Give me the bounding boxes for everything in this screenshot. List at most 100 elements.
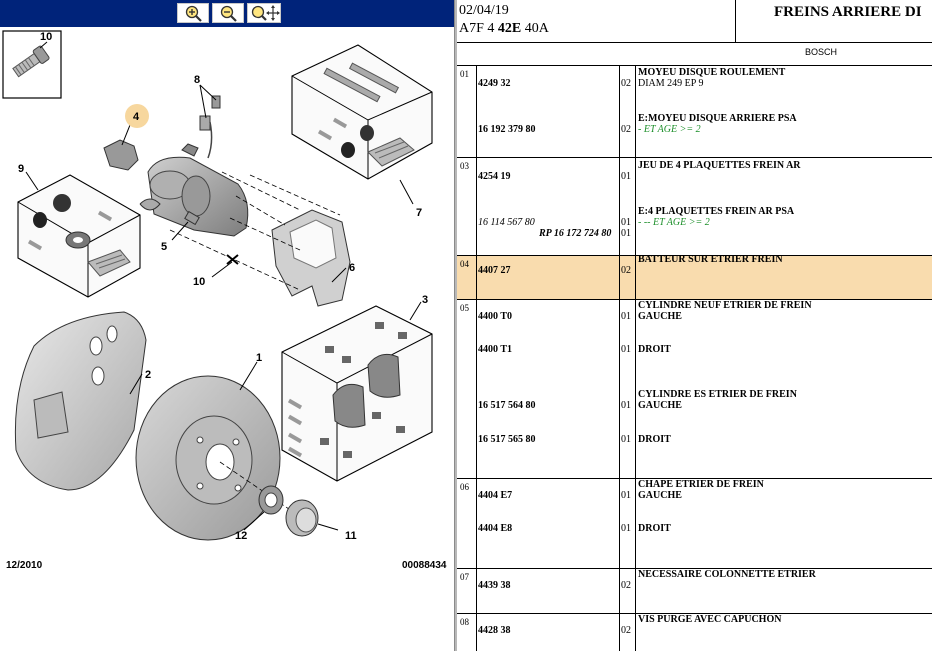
part-qty: 01: [621, 490, 631, 501]
part-desc-2: DIAM 249 EP 9: [638, 78, 704, 89]
part-desc-2: GAUCHE: [638, 490, 682, 501]
part-ref: 4254 19: [478, 171, 511, 182]
part-desc-2: GAUCHE: [638, 311, 682, 322]
row-number: 05: [460, 303, 469, 313]
part-qty: 02: [621, 78, 631, 89]
parts-pane: 02/04/19 A7F 4 42E 40A FREINS ARRIERE DI…: [457, 0, 932, 651]
part-ref: 4404 E8: [478, 523, 513, 534]
header-code-bold: 42E: [497, 21, 522, 36]
callout-12[interactable]: 12: [235, 530, 247, 542]
callout-3[interactable]: 3: [422, 294, 428, 306]
brake-disc: [135, 375, 306, 541]
table-row[interactable]: 03 4254 19 01 JEU DE 4 PLAQUETTES FREIN …: [457, 158, 932, 256]
brand-row: BOSCH: [457, 43, 932, 65]
table-row[interactable]: 08 4428 38 02 VIS PURGE AVEC CAPUCHON: [457, 614, 932, 651]
part-qty: 02: [621, 124, 631, 135]
header-title: FREINS ARRIERE DI: [774, 4, 922, 20]
callout-6[interactable]: 6: [349, 262, 355, 274]
parts-header: 02/04/19 A7F 4 42E 40A FREINS ARRIERE DI: [457, 0, 932, 42]
part-ref: 4404 E7: [478, 490, 513, 501]
part-ref: 4400 T0: [478, 311, 512, 322]
part-desc: JEU DE 4 PLAQUETTES FREIN AR: [638, 160, 801, 171]
callout-4[interactable]: 4: [133, 111, 140, 123]
part-desc: E:MOYEU DISQUE ARRIERE PSA: [638, 113, 797, 124]
part-desc: E:4 PLAQUETTES FREIN AR PSA: [638, 206, 795, 217]
callout-1[interactable]: 1: [256, 352, 262, 364]
header-date: 02/04/19: [459, 3, 509, 18]
part-desc: BATTEUR SUR ETRIER FREIN: [638, 254, 783, 265]
kit-box-3: [281, 305, 433, 482]
callout-10-mid[interactable]: 10: [193, 276, 205, 288]
part-ref: 16 114 567 80: [478, 217, 535, 228]
part-ref: 4400 T1: [478, 344, 512, 355]
part-qty: 01: [621, 434, 631, 445]
exploded-diagram: 10 9 4 8 5 10 6 7 3 1 2 11 12: [2, 30, 433, 542]
table-row[interactable]: 07 4439 38 02 NECESSAIRE COLONNETTE ETRI…: [457, 569, 932, 614]
part-ref: 4249 32: [478, 78, 511, 89]
diagram-pane: 10 9 4 8 5 10 6 7 3 1 2 11 12 12/2010 00…: [0, 0, 454, 651]
caliper-assembly: [103, 95, 351, 307]
zoom-out-button[interactable]: [212, 3, 244, 23]
part-ref: 16 192 379 80: [478, 124, 536, 135]
part-ref-replacement: RP 16 172 724 80: [539, 228, 612, 239]
part-desc: NECESSAIRE COLONNETTE ETRIER: [638, 569, 816, 580]
part-note: - -- ET AGE >= 2: [638, 217, 710, 228]
part-desc: CYLINDRE NEUF ETRIER DE FREIN: [638, 300, 812, 311]
diagram-toolbar: [0, 0, 454, 27]
part-ref: 4428 38: [478, 625, 511, 636]
hub-bearing-cap: [258, 485, 319, 537]
part-desc: DROIT: [638, 344, 671, 355]
header-code: A7F 4 42E 40A: [459, 21, 549, 37]
part-ref: 16 517 565 80: [478, 434, 536, 445]
table-row-selected[interactable]: 04 4407 27 02 BATTEUR SUR ETRIER FREIN: [457, 254, 932, 300]
callout-5[interactable]: 5: [161, 241, 167, 253]
row-number: 03: [460, 161, 469, 171]
part-qty: 01: [621, 311, 631, 322]
table-row[interactable]: 01 4249 32 02 MOYEU DISQUE ROULEMENT DIA…: [457, 66, 932, 158]
part-qty: 02: [621, 625, 631, 636]
zoom-in-icon: [185, 5, 202, 22]
callout-8[interactable]: 8: [194, 74, 200, 86]
callout-10-top[interactable]: 10: [40, 31, 52, 43]
row-number: 04: [460, 259, 469, 269]
kit-box-9: [17, 174, 141, 298]
callout-2[interactable]: 2: [145, 369, 151, 381]
part-note: - ET AGE >= 2: [638, 124, 701, 135]
table-row[interactable]: 06 4404 E7 01 CHAPE ETRIER DE FREIN GAUC…: [457, 479, 932, 569]
part-qty: 02: [621, 580, 631, 591]
callout-11[interactable]: 11: [345, 530, 357, 542]
row-number: 08: [460, 617, 469, 627]
row-number: 01: [460, 69, 469, 79]
part-desc: DROIT: [638, 434, 671, 445]
part-qty: 01: [621, 228, 631, 239]
row-number: 07: [460, 572, 469, 582]
part-ref: 4407 27: [478, 265, 511, 276]
table-row[interactable]: 05 4400 T0 01 CYLINDRE NEUF ETRIER DE FR…: [457, 300, 932, 479]
part-desc: CHAPE ETRIER DE FREIN: [638, 479, 764, 490]
part-qty: 01: [621, 217, 631, 228]
part-screw-box: [2, 30, 62, 99]
callout-7[interactable]: 7: [416, 207, 422, 219]
part-qty: 01: [621, 171, 631, 182]
pane-splitter[interactable]: [454, 0, 457, 651]
part-qty: 01: [621, 344, 631, 355]
part-qty: 02: [621, 265, 631, 276]
callout-9[interactable]: 9: [18, 163, 24, 175]
zoom-pan-icon: [251, 5, 280, 21]
part-ref: 4439 38: [478, 580, 511, 591]
part-ref: 16 517 564 80: [478, 400, 536, 411]
header-code-prefix: A7F 4: [459, 21, 498, 36]
header-code-suffix: 40A: [521, 21, 549, 36]
diagram-ref: 00088434: [402, 560, 447, 571]
callout-highlight: [125, 104, 149, 128]
part-desc-2: GAUCHE: [638, 400, 682, 411]
part-desc: CYLINDRE ES ETRIER DE FREIN: [638, 389, 797, 400]
zoom-out-icon: [220, 5, 237, 22]
part-desc: MOYEU DISQUE ROULEMENT: [638, 67, 786, 78]
kit-box-7: [291, 44, 433, 180]
part-qty: 01: [621, 400, 631, 411]
zoom-pan-button[interactable]: [247, 3, 281, 23]
diagram-date: 12/2010: [6, 560, 43, 571]
zoom-in-button[interactable]: [177, 3, 209, 23]
brand-name: BOSCH: [805, 47, 838, 57]
